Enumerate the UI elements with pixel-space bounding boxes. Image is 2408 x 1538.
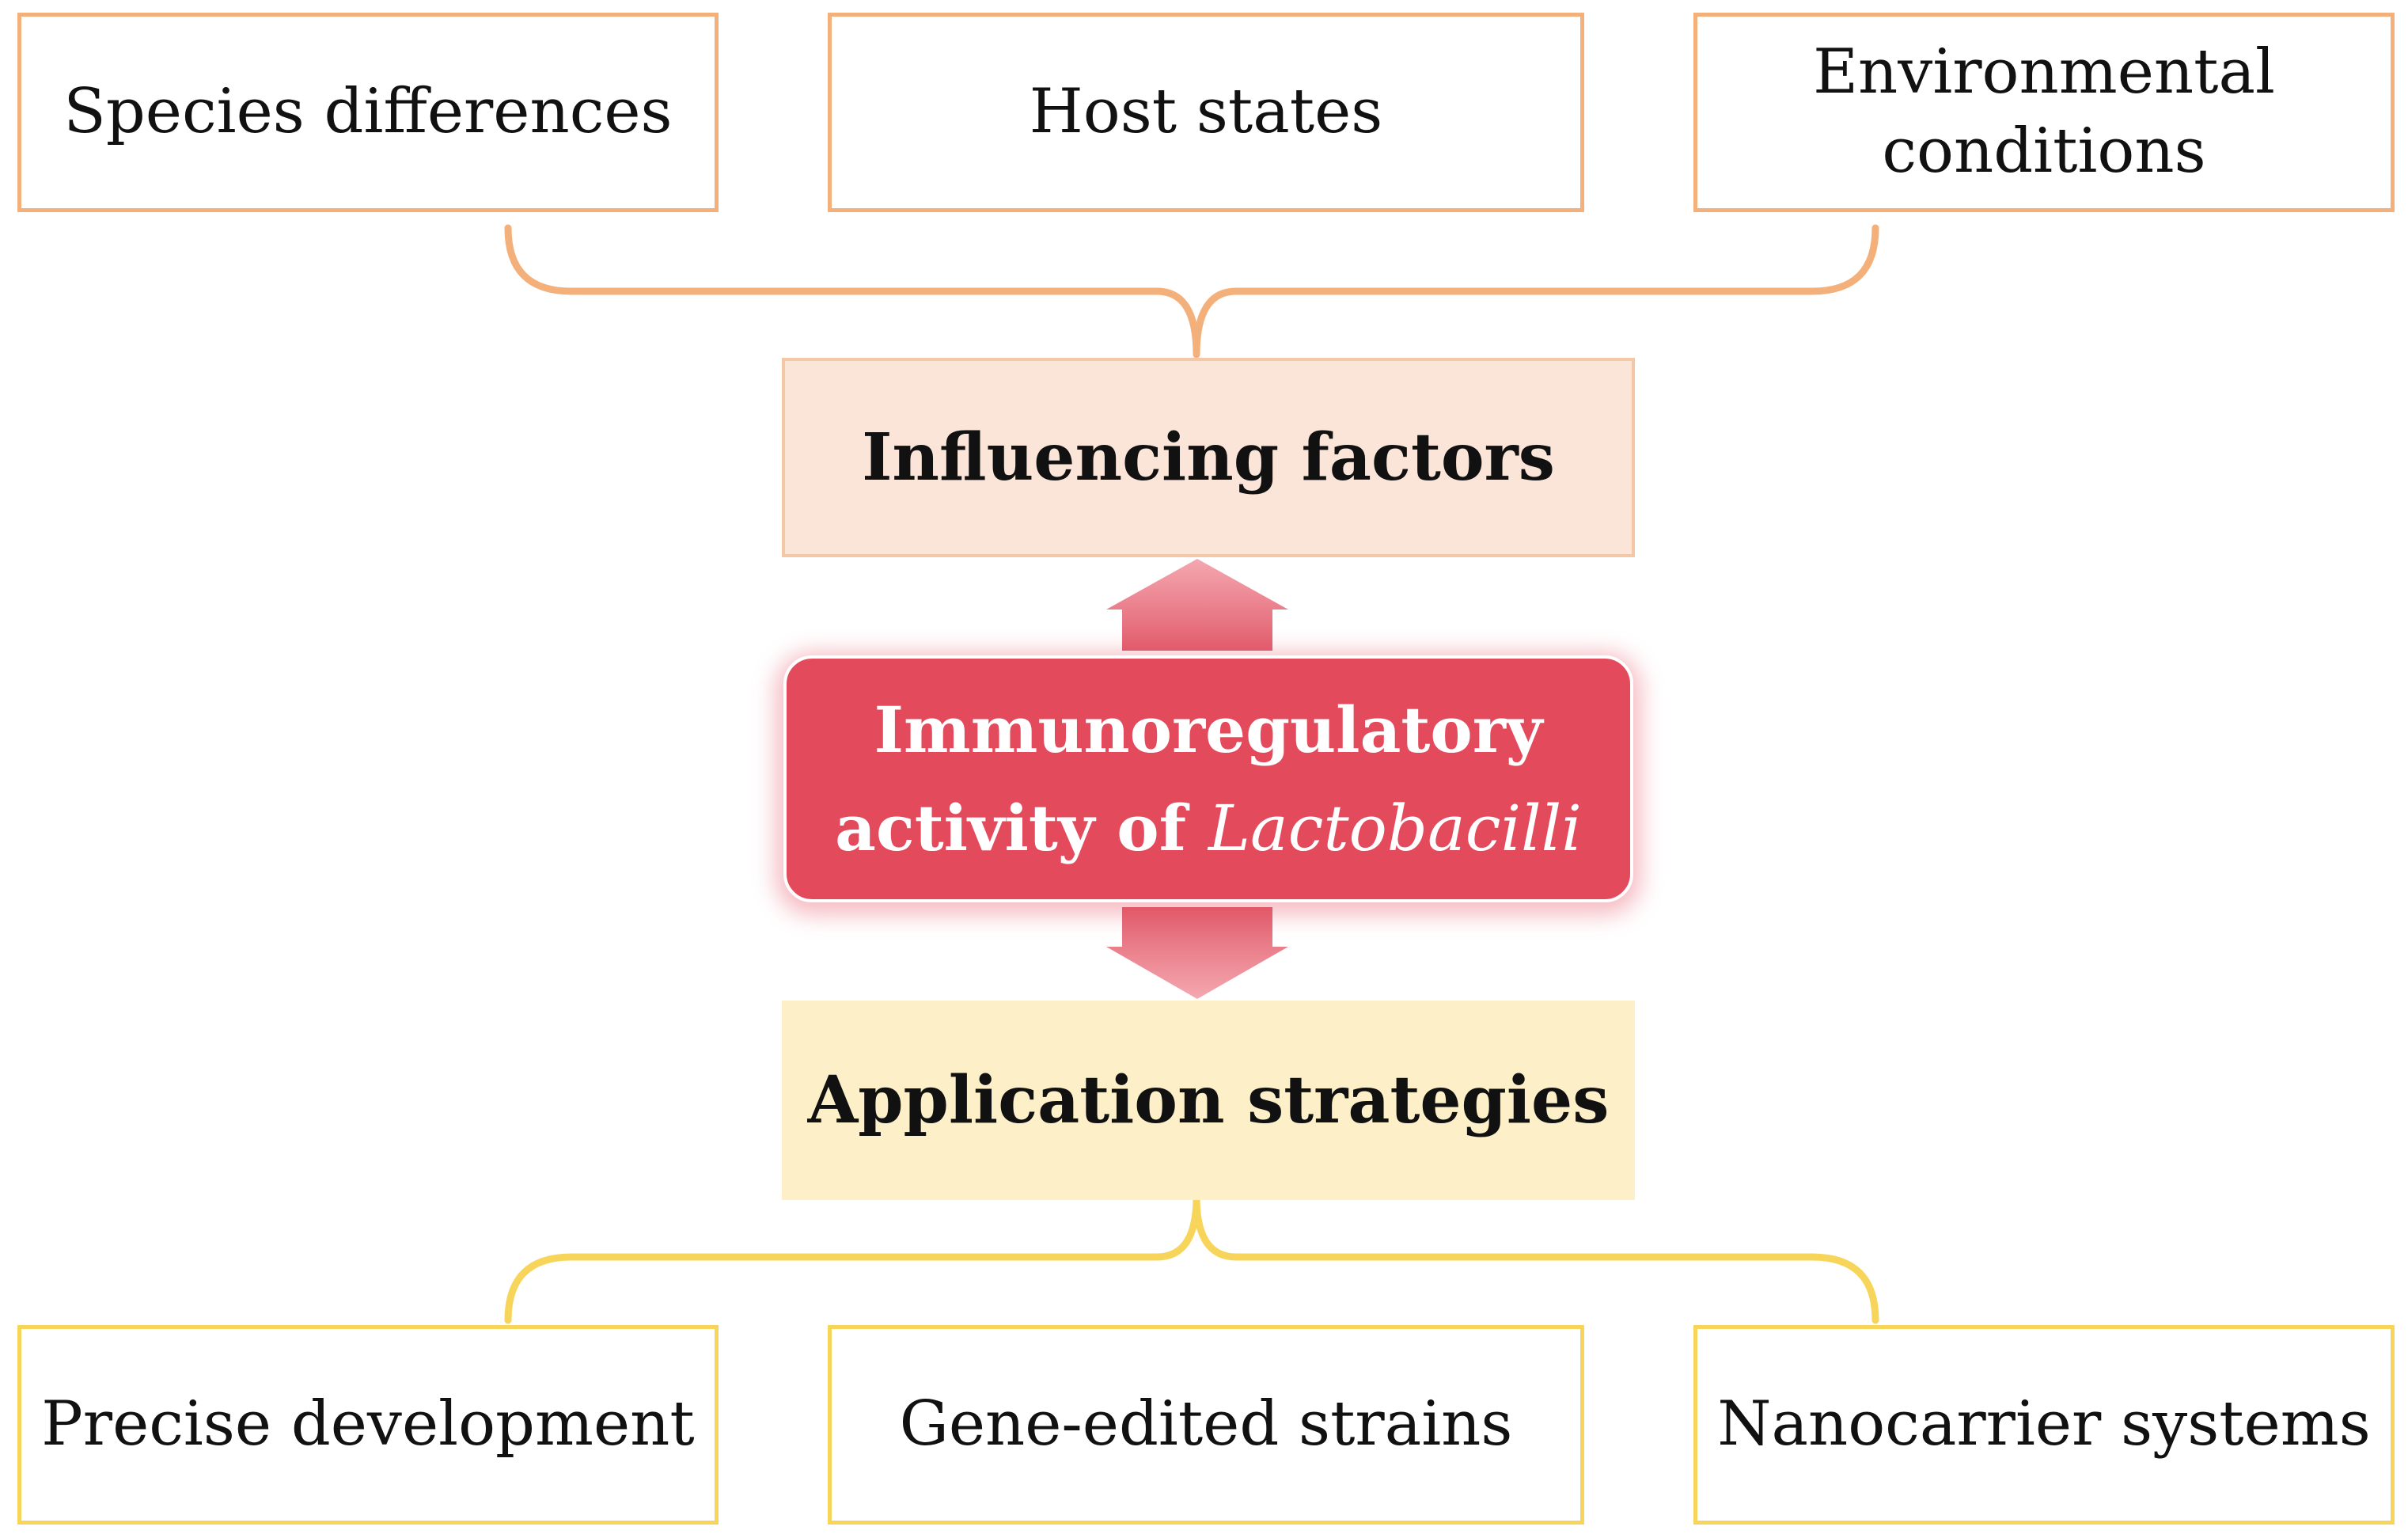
arrow-down-icon	[1106, 907, 1288, 999]
strategies-brace	[504, 1193, 1879, 1324]
factors-brace	[504, 224, 1879, 359]
influencing-factors-box: Influencing factors	[782, 358, 1635, 557]
center-line-2: activity of Lactobacilli	[835, 779, 1582, 878]
application-strategies-title: Application strategies	[807, 1062, 1610, 1138]
strategy-label: Precise development	[41, 1388, 695, 1460]
strategy-label: Nanocarrier systems	[1717, 1388, 2371, 1460]
factor-label: Species differences	[63, 76, 673, 148]
factor-label: Environmental conditions	[1813, 36, 2275, 187]
center-genus-name: Lactobacilli	[1208, 791, 1582, 865]
factor-environmental-conditions: Environmental conditions	[1693, 13, 2395, 212]
strategy-nanocarrier-systems: Nanocarrier systems	[1693, 1325, 2395, 1525]
factor-label: Host states	[1029, 76, 1383, 148]
factor-species-differences: Species differences	[17, 13, 719, 212]
center-line-2-prefix: activity of	[835, 790, 1186, 865]
strategy-label: Gene-edited strains	[899, 1388, 1513, 1460]
strategy-gene-edited-strains: Gene-edited strains	[828, 1325, 1584, 1525]
immunoregulatory-activity-box: Immunoregulatory activity of Lactobacill…	[783, 655, 1633, 902]
factor-host-states: Host states	[828, 13, 1584, 212]
center-line-1: Immunoregulatory	[874, 692, 1543, 767]
arrow-up-icon	[1106, 559, 1288, 651]
strategy-precise-development: Precise development	[17, 1325, 719, 1525]
influencing-factors-title: Influencing factors	[862, 420, 1555, 496]
application-strategies-box: Application strategies	[782, 1001, 1635, 1200]
